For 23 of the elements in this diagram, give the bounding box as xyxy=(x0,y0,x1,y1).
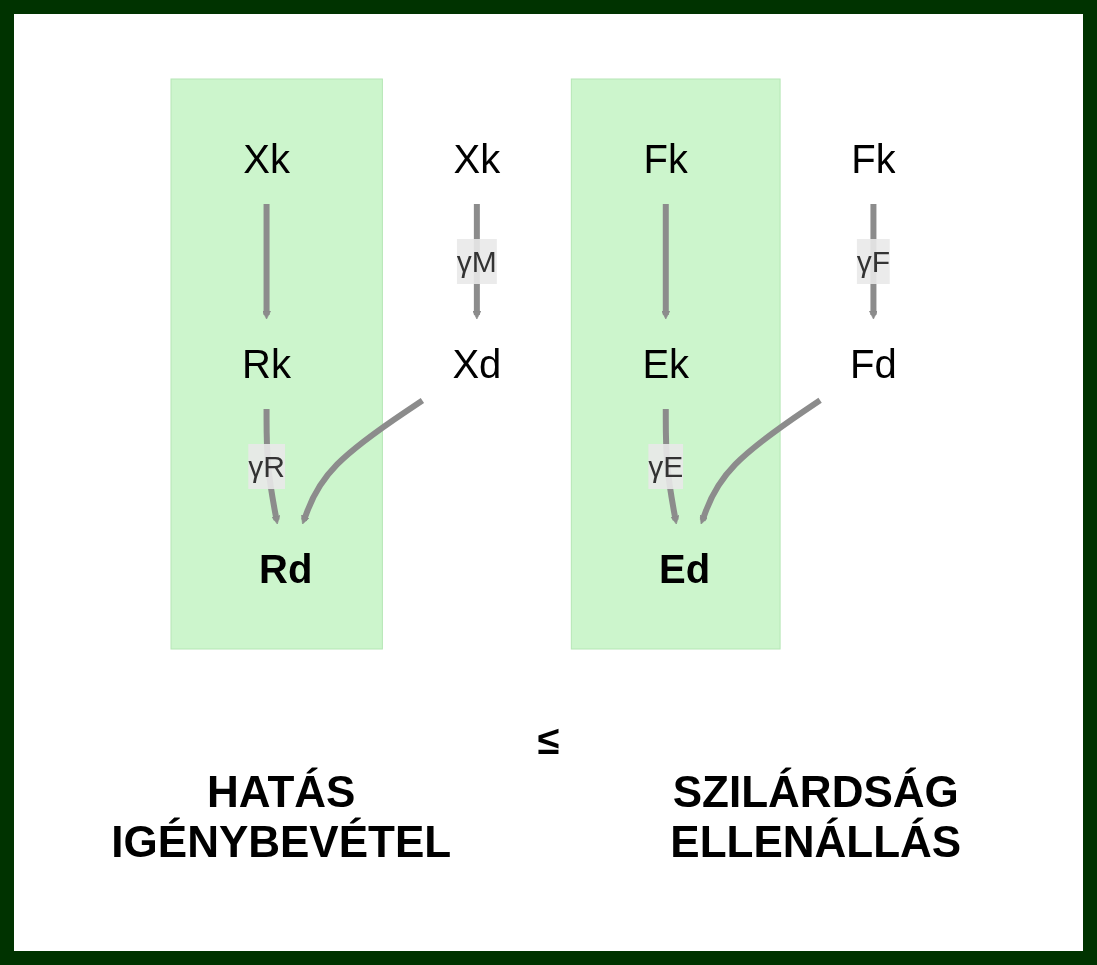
node-text: Xd xyxy=(452,342,501,386)
edge-label: γR xyxy=(247,450,285,483)
node-text: Rk xyxy=(241,342,291,386)
arrow xyxy=(300,398,424,525)
heading-text: SZILÁRDSÁG ELLENÁLLÁS xyxy=(669,767,963,867)
edge-label: γM xyxy=(456,245,497,278)
node-text: Xk xyxy=(453,137,500,181)
node-text: Ek xyxy=(642,342,689,386)
edge-label: γE xyxy=(647,450,683,483)
node-text: Fk xyxy=(643,137,688,181)
heading-text: HATÁS IGÉNYBEVÉTEL xyxy=(110,767,453,867)
node-text: Xk xyxy=(242,137,290,181)
node-text: Fd xyxy=(849,342,897,386)
node-text: Fk xyxy=(850,137,896,181)
arrow xyxy=(699,397,822,525)
arrow xyxy=(661,204,670,320)
edge-label: γF xyxy=(856,245,890,278)
cluster xyxy=(570,78,781,650)
cluster xyxy=(170,78,383,650)
relation-symbol: ≤ xyxy=(537,718,560,763)
arrow xyxy=(261,204,271,320)
node-text: Rd xyxy=(258,547,312,591)
node-text: Ed xyxy=(658,547,710,591)
